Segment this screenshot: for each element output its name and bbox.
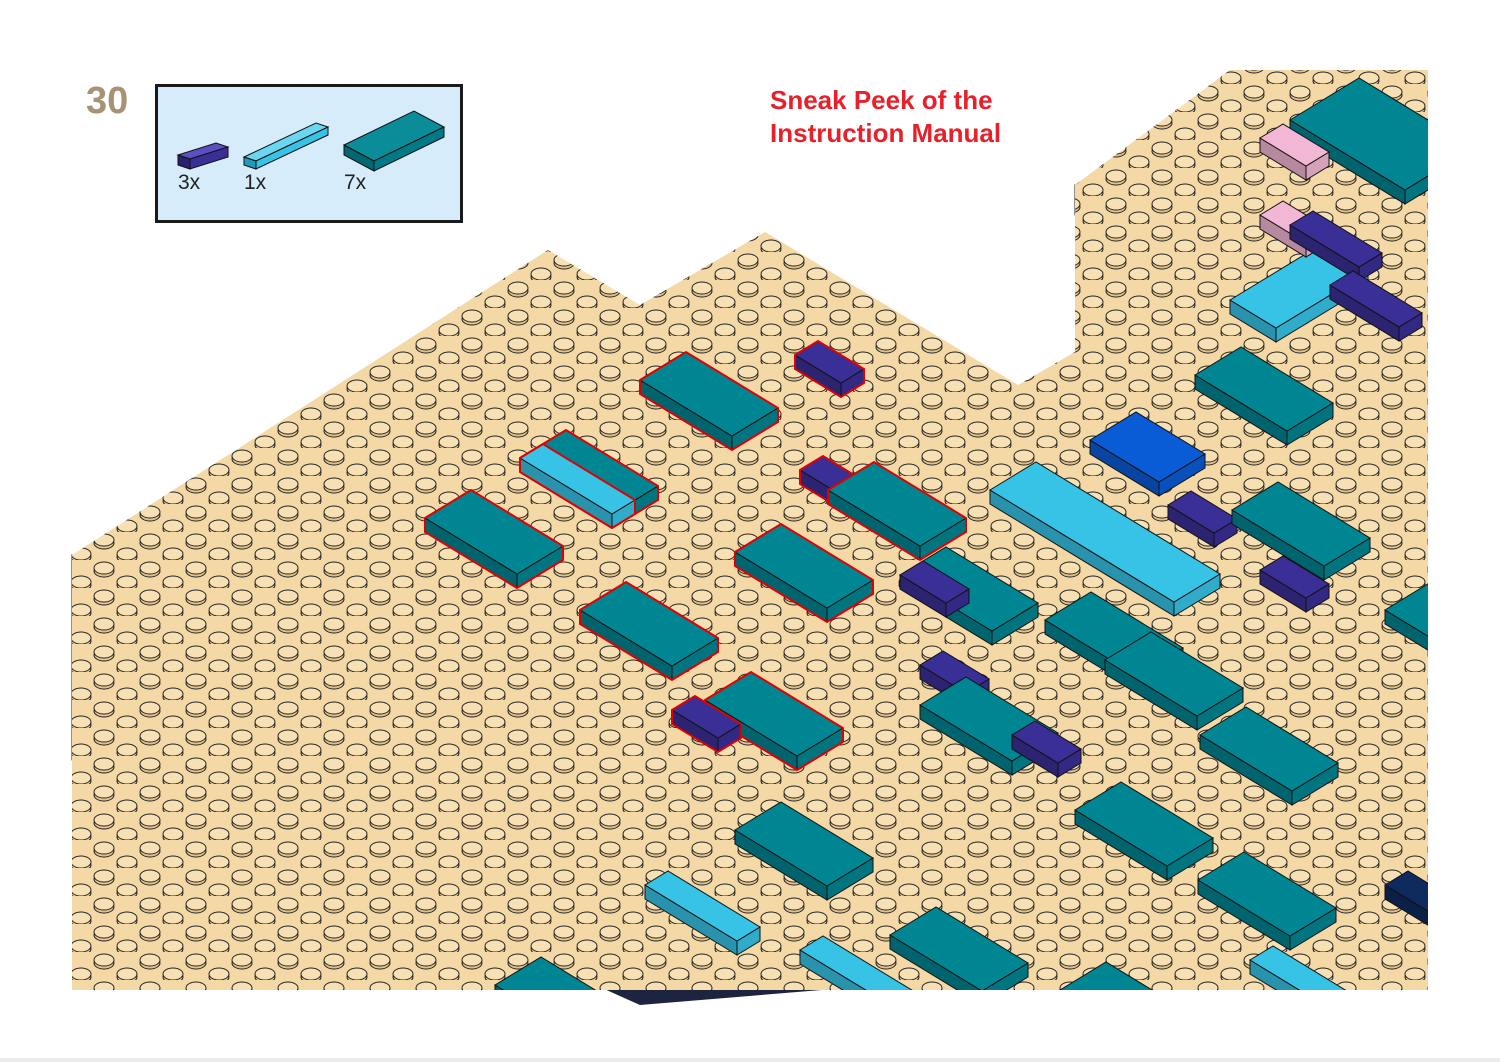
placed-tile-2x4-turquoise (1231, 481, 1371, 581)
placed-tile-azure-strip (989, 461, 1221, 617)
placed-tile-1x2-purple (1011, 720, 1082, 778)
placed-tile-2x4-turquoise (1197, 851, 1337, 951)
part-tile-1x2-dark-purple (176, 142, 230, 170)
part-quantity-purple: 3x (178, 171, 201, 194)
placed-tile-2x4-turquoise (1194, 346, 1334, 446)
caption-line-1: Sneak Peek of the (770, 85, 993, 115)
sneak-peek-caption: Sneak Peek of the Instruction Manual (770, 84, 1001, 150)
placed-tile-azure-strip (644, 870, 761, 956)
step-number: 30 (86, 80, 129, 122)
placed-tile-1x2-purple (1289, 210, 1383, 282)
new-tile-1x2-purple (794, 339, 865, 399)
placed-tile-1x2-purple (1167, 490, 1238, 548)
placed-tile-2x4-turquoise (889, 906, 1029, 990)
part-quantity-turquoise: 7x (344, 171, 367, 194)
caption-line-2: Instruction Manual (770, 118, 1002, 148)
new-tile-1x4-azure (519, 442, 636, 530)
placed-tile-1x2-purple (1329, 270, 1423, 342)
new-tile-2x4-turquoise (827, 460, 967, 562)
placed-tile-pink (1259, 123, 1330, 181)
new-tile-2x4-turquoise (639, 350, 779, 452)
placed-tile-1x2-purple (1259, 555, 1330, 613)
part-tile-2x4-dark-turquoise (342, 110, 446, 172)
tile-layer (424, 77, 1428, 990)
new-tile-1x2-purple (671, 694, 742, 754)
placed-tile-2x4-turquoise (1059, 961, 1199, 990)
placed-tile-azure-strip (799, 935, 916, 990)
placed-tile-2x4-turquoise (1104, 631, 1244, 731)
placed-tile-2x4-turquoise (1199, 706, 1339, 806)
placed-tile-2x4-turquoise (494, 956, 634, 990)
placed-tile-azure-strip (1249, 945, 1366, 990)
new-tile-2x4-turquoise (424, 488, 564, 590)
part-tile-1x4-medium-azure (242, 122, 330, 170)
placed-tile-navy (1384, 870, 1428, 928)
placed-tile-2x4-turquoise (1074, 781, 1214, 881)
new-tile-2x4-turquoise (579, 580, 719, 682)
placed-tile-2x4-turquoise (1384, 581, 1428, 681)
placed-tile-1x2-purple (899, 560, 970, 618)
placed-tile-blue (1089, 411, 1206, 497)
part-quantity-azure: 1x (244, 171, 267, 194)
placed-tile-turquoise (1289, 77, 1428, 205)
parts-list-callout: 3x 1x 7x (155, 84, 463, 223)
parts-list-drawing (176, 110, 446, 172)
placed-tile-2x4-turquoise (734, 801, 874, 901)
page-bottom-rule (0, 1058, 1500, 1062)
new-tile-2x4-turquoise (734, 522, 874, 624)
